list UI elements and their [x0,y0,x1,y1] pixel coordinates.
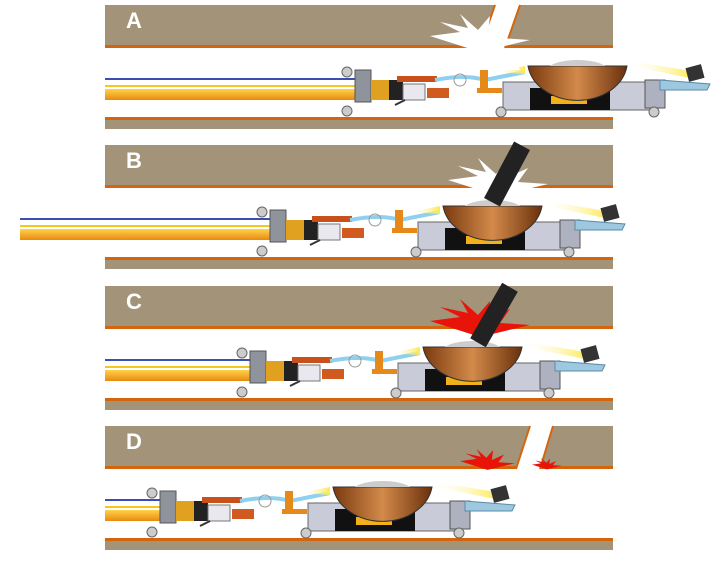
cutter-bit [470,282,518,348]
panel-a: A [0,0,720,140]
panel-b-illustration [20,141,627,269]
panel-a-illustration [105,4,720,129]
panel-b: B [0,140,720,280]
panel-d: D [0,421,720,561]
panel-d-illustration [0,421,613,561]
cutter-bit [484,141,530,207]
panel-label: C [126,289,142,314]
panel-c: C [0,281,720,421]
panel-label: A [126,8,142,33]
panel-c-illustration [0,281,613,421]
panel-label: D [126,429,142,454]
panel-label: B [126,148,142,173]
